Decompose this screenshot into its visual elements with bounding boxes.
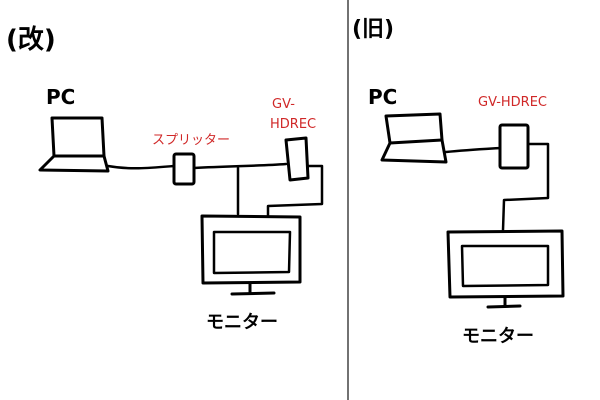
right-pc-laptop-icon [380,112,448,164]
left-monitor-icon [200,214,302,296]
left-cable-splitter-recorder [192,162,288,170]
left-monitor-label: モニター [206,312,278,333]
splitter-box [172,152,196,186]
left-recorder-label-line2: HDREC [270,117,316,132]
left-recorder-label-line1: GV- [272,97,295,112]
left-cable-pc-splitter [106,164,176,170]
left-panel-title: (改) [6,24,56,55]
right-recorder-label: GV-HDREC [478,95,547,110]
right-panel: (旧) PC GV-HDREC モニター [352,17,565,347]
left-recorder-box [284,136,310,182]
left-cable-recorder-monitor [266,164,324,218]
right-monitor-icon [446,229,565,309]
right-cable-pc-recorder [444,146,502,154]
right-monitor-label: モニター [462,326,534,347]
right-cable-recorder-monitor [501,142,550,232]
splitter-label: スプリッター [152,133,230,148]
right-panel-title: (旧) [352,17,394,42]
right-pc-label: PC [368,85,397,109]
left-pc-laptop-icon [38,116,110,173]
left-panel: (改) PC スプリッター GV- HDREC モニ [6,24,324,333]
left-pc-label: PC [46,85,75,109]
right-recorder-box [498,123,530,170]
